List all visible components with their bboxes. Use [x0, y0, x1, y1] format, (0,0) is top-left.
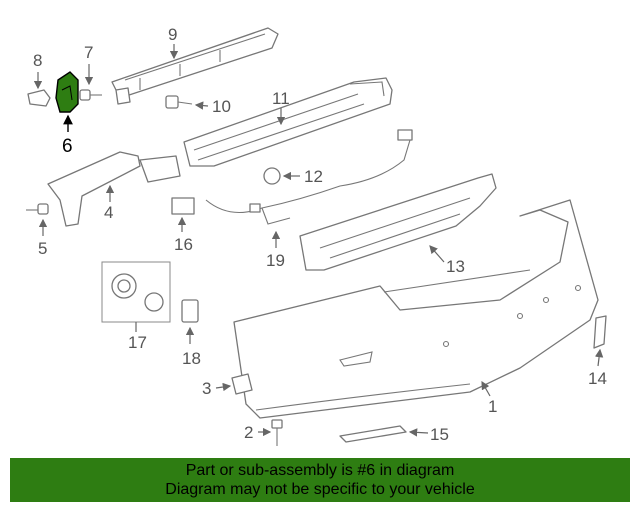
part-14-reflector[interactable]: [593, 315, 607, 349]
callout-18: 18: [182, 349, 201, 368]
part-19-wiring-harness[interactable]: [205, 129, 413, 225]
part-17-parking-sensors[interactable]: [101, 261, 171, 323]
part-1-bumper-fascia[interactable]: [233, 199, 599, 419]
callout-15: 15: [430, 425, 449, 444]
callout-8: 8: [33, 51, 42, 70]
part-13-energy-absorber[interactable]: [299, 173, 497, 271]
callout-9: 9: [168, 25, 177, 44]
part-12-nut[interactable]: [263, 167, 281, 185]
callout-11: 11: [272, 89, 290, 108]
callout-14: 14: [588, 369, 607, 388]
part-9-upper-bracket[interactable]: [111, 27, 279, 105]
callout-6: 6: [62, 136, 73, 157]
callout-1: 1: [488, 397, 497, 416]
part-18-sensor-bracket[interactable]: [181, 299, 199, 323]
callout-4: 4: [104, 203, 113, 222]
callout-12: 12: [304, 167, 323, 186]
part-7-bolt[interactable]: [79, 89, 102, 101]
part-4-side-bracket[interactable]: [47, 151, 181, 227]
callout-3: 3: [202, 379, 211, 398]
callout-10: 10: [212, 97, 231, 116]
callout-19: 19: [266, 251, 285, 270]
part-15-lower-trim[interactable]: [339, 425, 407, 443]
banner-line-1: Part or sub-assembly is #6 in diagram: [185, 462, 455, 479]
callout-16: 16: [174, 235, 193, 254]
banner-line-2: Diagram may not be specific to your vehi…: [165, 481, 475, 498]
part-16-module[interactable]: [171, 197, 195, 215]
part-5-bolt[interactable]: [26, 203, 49, 215]
callout-5: 5: [38, 239, 47, 258]
callout-2: 2: [244, 423, 253, 442]
parts-diagram: 9 8 6 7 10 11 12 4: [26, 25, 607, 446]
part-3-clip[interactable]: [231, 373, 253, 395]
callout-13: 13: [446, 257, 465, 276]
part-6-bracket-highlighted[interactable]: [55, 71, 79, 113]
callout-7: 7: [84, 43, 93, 62]
part-11-impact-bar[interactable]: [183, 77, 393, 167]
info-banner: Part or sub-assembly is #6 in diagram Di…: [10, 458, 630, 502]
part-8-clip[interactable]: [27, 89, 51, 107]
part-10-bolt[interactable]: [165, 95, 193, 109]
part-2-screw[interactable]: [271, 419, 283, 446]
callout-17: 17: [128, 333, 147, 352]
